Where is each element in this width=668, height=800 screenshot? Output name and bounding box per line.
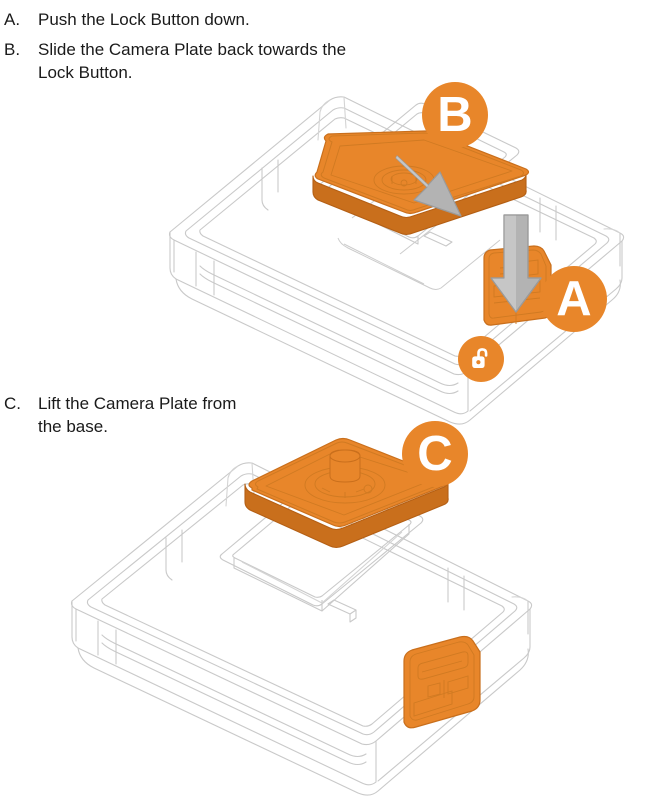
push-down-arrow-icon xyxy=(490,214,542,313)
instruction-step-c: C. Lift the Camera Plate from the base. xyxy=(4,392,236,438)
lock-button-upper xyxy=(483,245,552,326)
instruction-step-a: A. Push the Lock Button down. xyxy=(4,8,250,31)
plate-cavity xyxy=(219,469,424,623)
plate-channel-upper xyxy=(315,102,520,247)
slide-arrow-icon xyxy=(395,155,462,217)
step-b-marker: B. xyxy=(4,40,21,59)
instruction-step-b: B. Slide the Camera Plate back towards t… xyxy=(4,38,346,84)
step-c-text: Lift the Camera Plate from the base. xyxy=(38,394,237,436)
step-badge-a: A xyxy=(541,266,607,332)
step-b-text: Slide the Camera Plate back towards the … xyxy=(38,40,347,82)
step-c-marker: C. xyxy=(4,394,21,413)
step-badge-c: C xyxy=(402,421,468,487)
plate-rail-upper xyxy=(337,157,501,290)
step-a-text: Push the Lock Button down. xyxy=(38,10,250,29)
lock-button-lower xyxy=(403,635,481,729)
step-a-marker: A. xyxy=(4,10,21,29)
case-body-upper xyxy=(168,96,625,425)
unlock-padlock-icon xyxy=(458,336,504,382)
camera-plate-upper xyxy=(312,130,530,236)
step-badge-b: B xyxy=(422,82,488,148)
case-body-lower xyxy=(70,462,533,796)
